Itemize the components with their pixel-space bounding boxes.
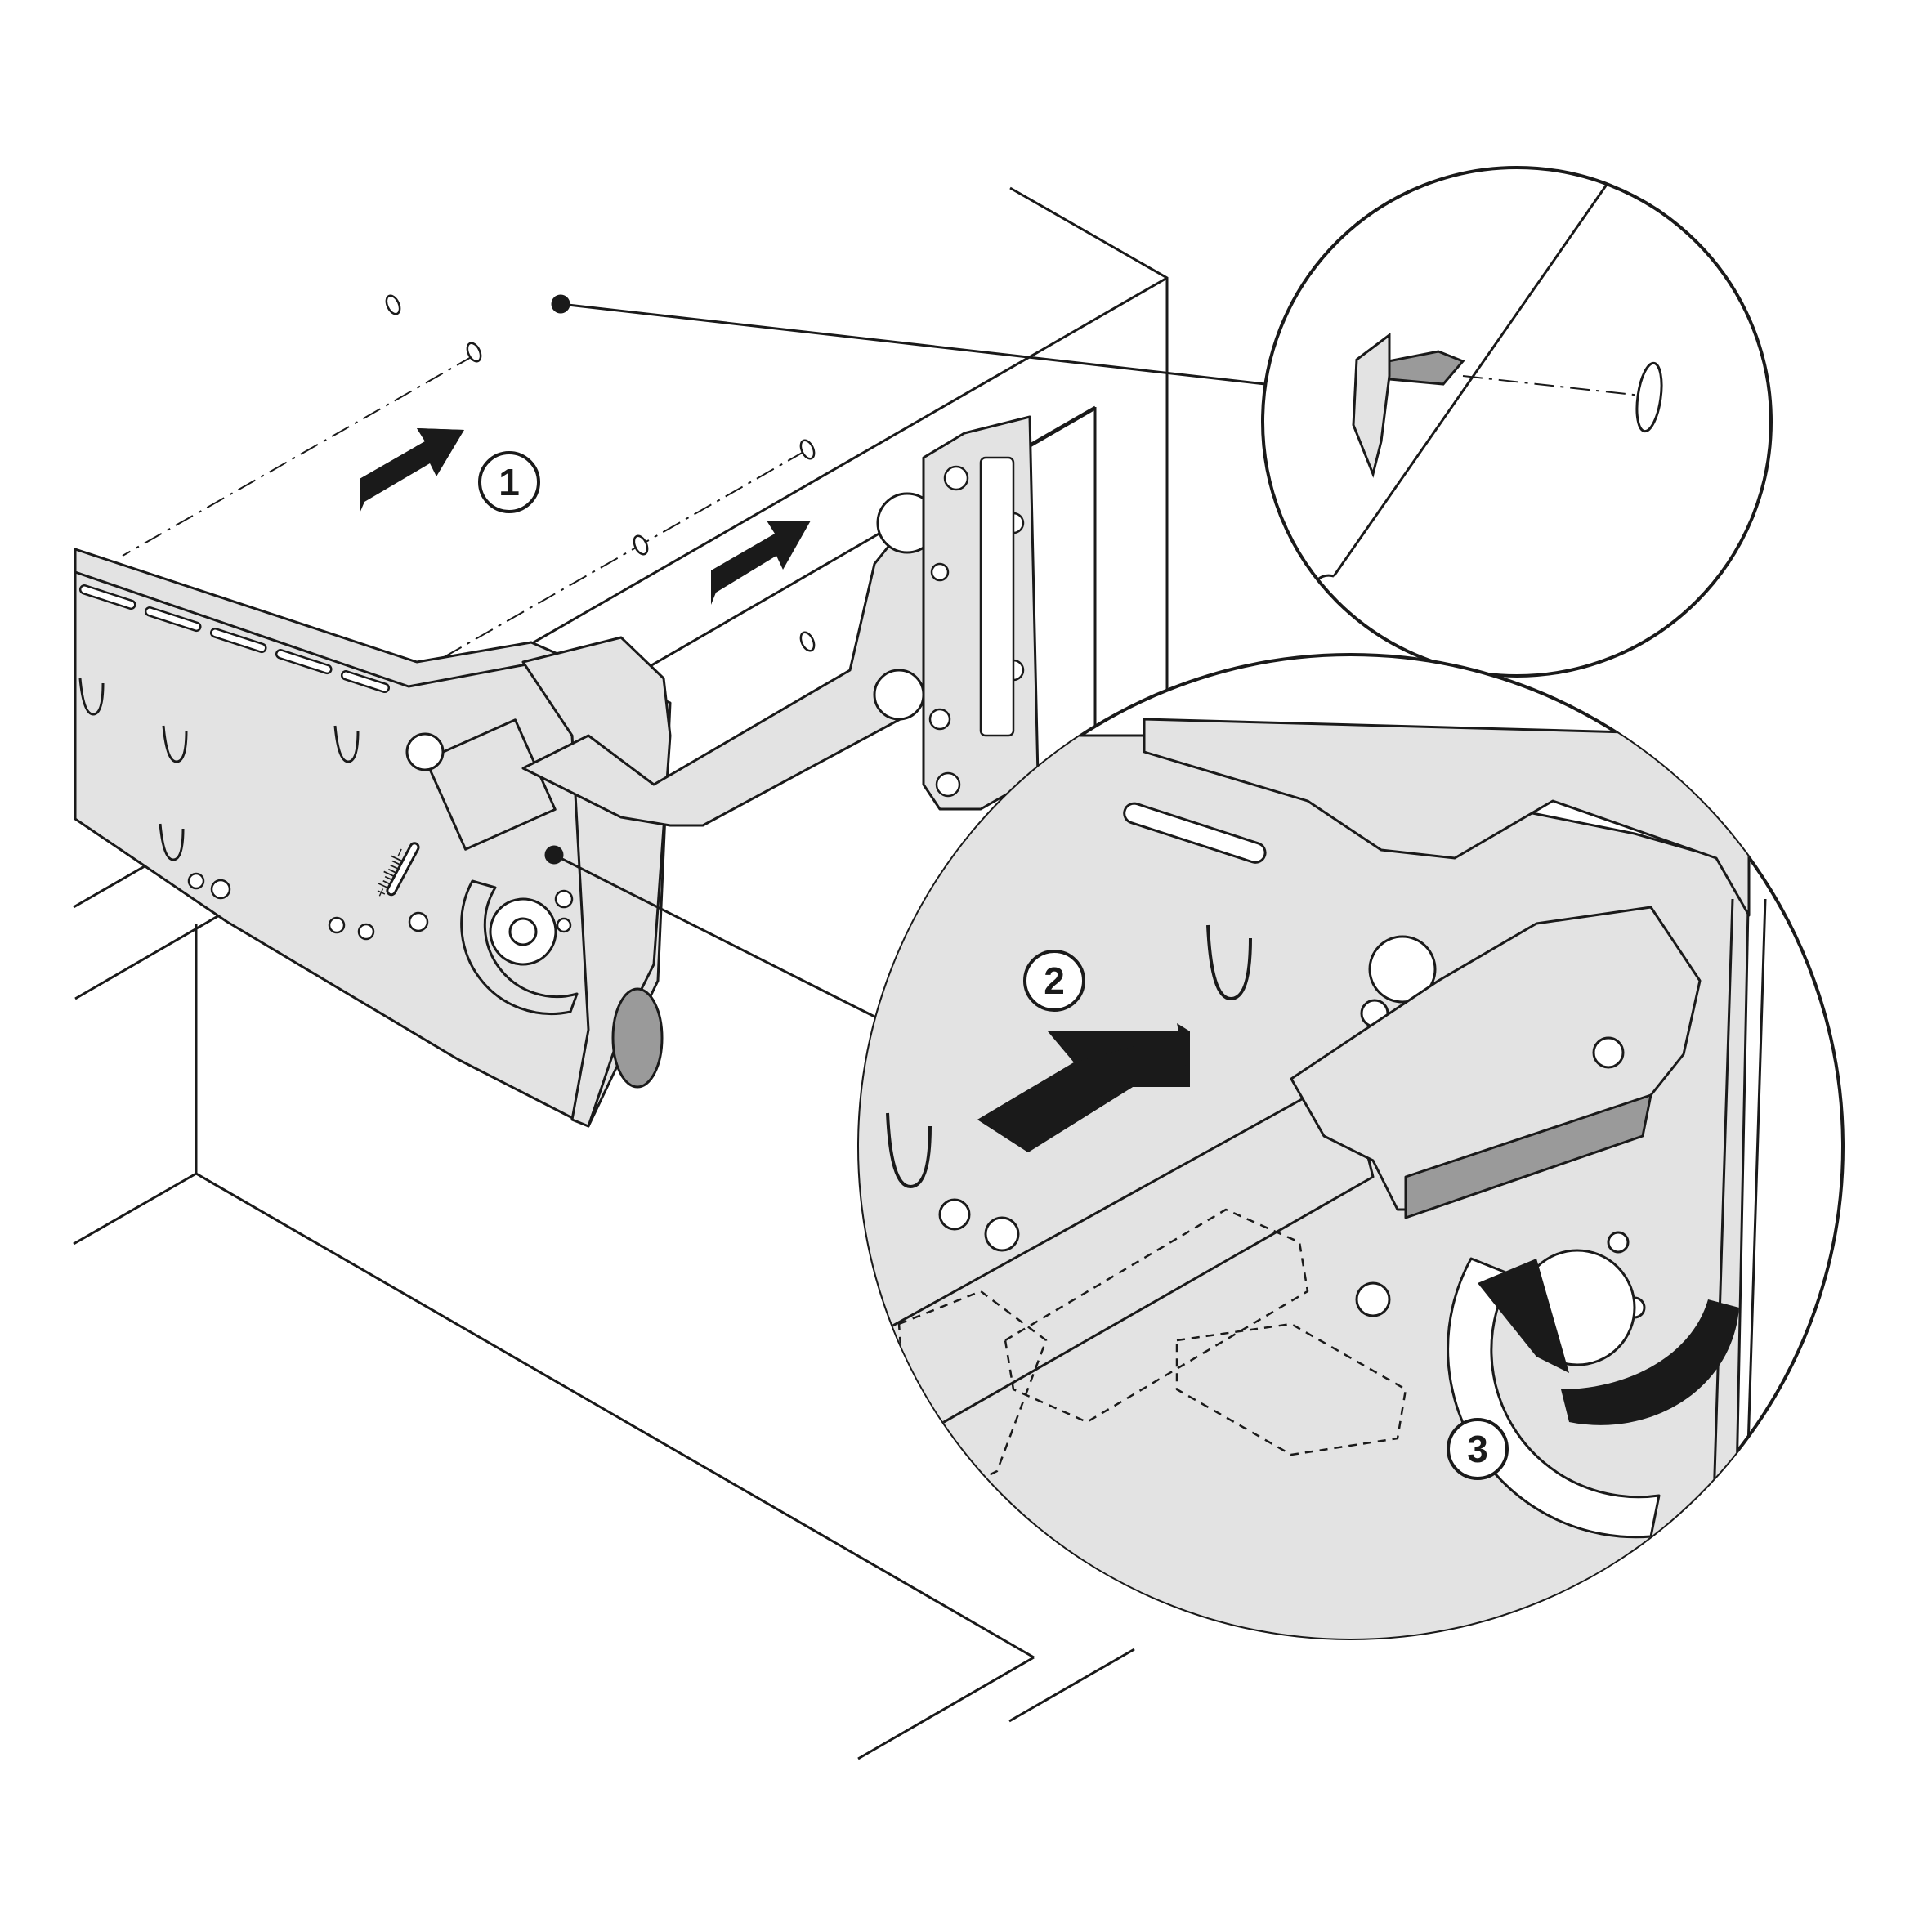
cabinet-base-back bbox=[73, 1172, 197, 1246]
detail-slot bbox=[1123, 802, 1267, 864]
housing-holes bbox=[187, 872, 574, 941]
step-badge-circle bbox=[478, 451, 540, 513]
lift-mechanism: +|ıılıııl− bbox=[74, 415, 1040, 1128]
callout-dot bbox=[551, 294, 570, 314]
hole bbox=[210, 879, 231, 900]
mounting-holes bbox=[385, 294, 816, 652]
hole bbox=[1355, 1281, 1391, 1317]
cabinet-bottom-edge bbox=[857, 1656, 1035, 1760]
push-arrow-icon bbox=[977, 1023, 1190, 1152]
u-hook-icon bbox=[1206, 924, 1252, 1000]
clamp-head bbox=[1290, 906, 1702, 1211]
slot bbox=[78, 584, 136, 610]
dowel-detail-inset bbox=[1261, 166, 1773, 678]
step-badge-3: 3 bbox=[1447, 1418, 1509, 1480]
hole bbox=[187, 872, 205, 890]
hidden-parts bbox=[897, 1208, 1407, 1489]
hidden-clamp bbox=[1004, 1208, 1309, 1424]
door-fitting-holes bbox=[928, 456, 1025, 798]
rotate-arrow-icon bbox=[1561, 1299, 1739, 1425]
u-hook-icon bbox=[162, 725, 188, 763]
hole bbox=[928, 708, 951, 731]
clamp-detail-inset bbox=[857, 653, 1845, 1640]
housing-slots bbox=[78, 584, 391, 694]
mounting-hole bbox=[385, 294, 401, 315]
hole bbox=[408, 911, 429, 932]
callout-dot bbox=[544, 845, 564, 865]
hidden-hook bbox=[897, 1290, 1048, 1489]
clamp-screw bbox=[1592, 1036, 1625, 1069]
inset-circle bbox=[1261, 166, 1773, 678]
detail-hooks bbox=[886, 924, 1252, 1188]
dowel-axis bbox=[1462, 375, 1642, 396]
adjustment-arc bbox=[460, 879, 579, 1015]
step-badge-circle bbox=[1447, 1418, 1509, 1480]
hole bbox=[943, 465, 969, 491]
callout-line-detail bbox=[553, 853, 893, 1027]
mounting-hole bbox=[466, 342, 482, 363]
clamp-screw bbox=[405, 732, 445, 771]
slot bbox=[340, 670, 391, 694]
rotate-arrow-head-icon bbox=[1478, 1259, 1569, 1373]
panel-edge bbox=[1332, 179, 1612, 577]
hole bbox=[554, 889, 574, 909]
slot bbox=[275, 649, 333, 675]
callout-line-inset bbox=[560, 302, 1266, 386]
step-badge-1: 1 bbox=[478, 451, 540, 513]
dowel-hole bbox=[1635, 361, 1663, 433]
hole bbox=[328, 916, 346, 934]
slot bbox=[144, 606, 202, 633]
hole bbox=[938, 1198, 971, 1231]
callout-lines bbox=[544, 294, 1266, 1027]
scale-slot bbox=[386, 842, 420, 897]
hole bbox=[935, 771, 961, 798]
mounting-hole bbox=[799, 631, 816, 652]
housing-top-ridge bbox=[74, 570, 540, 688]
alignment-line-upper bbox=[122, 355, 475, 557]
u-hook-icon bbox=[886, 1112, 932, 1188]
hidden-block bbox=[1175, 1322, 1407, 1456]
arm-pivot bbox=[873, 669, 925, 721]
u-hook-icon bbox=[159, 823, 185, 861]
mounting-hole bbox=[633, 534, 649, 556]
step-number: 2 bbox=[1044, 959, 1065, 1002]
insert-arrow-icon bbox=[711, 521, 811, 605]
clamp-grip bbox=[1404, 1093, 1652, 1219]
adjustment-disc-center bbox=[508, 917, 538, 946]
u-hook-icon bbox=[333, 725, 360, 763]
u-hook-icon bbox=[78, 678, 105, 716]
cabinet-floor-edge bbox=[1008, 1648, 1135, 1723]
cabinet-base-front bbox=[195, 1172, 1035, 1659]
step-number: 3 bbox=[1467, 1428, 1488, 1470]
bracket-slot bbox=[979, 456, 1015, 737]
step-number: 1 bbox=[499, 461, 520, 503]
housing-hooks bbox=[78, 678, 360, 861]
hole bbox=[357, 923, 375, 941]
cabinet-inner-top bbox=[1031, 405, 1096, 445]
pivot-roller bbox=[611, 987, 664, 1089]
hole bbox=[984, 1216, 1020, 1252]
insert-arrow-icon bbox=[360, 428, 464, 513]
mounting-hole bbox=[799, 439, 816, 460]
step-badge-circle bbox=[1023, 950, 1085, 1012]
step-badge-2: 2 bbox=[1023, 950, 1085, 1012]
hole bbox=[1607, 1231, 1630, 1254]
step-1-arrows bbox=[360, 428, 811, 605]
hole bbox=[1368, 935, 1437, 1004]
hole bbox=[556, 917, 572, 933]
dowel-clip bbox=[1352, 333, 1391, 478]
hole bbox=[930, 562, 950, 582]
detail-housing-top bbox=[1143, 718, 1751, 917]
slot bbox=[209, 628, 267, 654]
